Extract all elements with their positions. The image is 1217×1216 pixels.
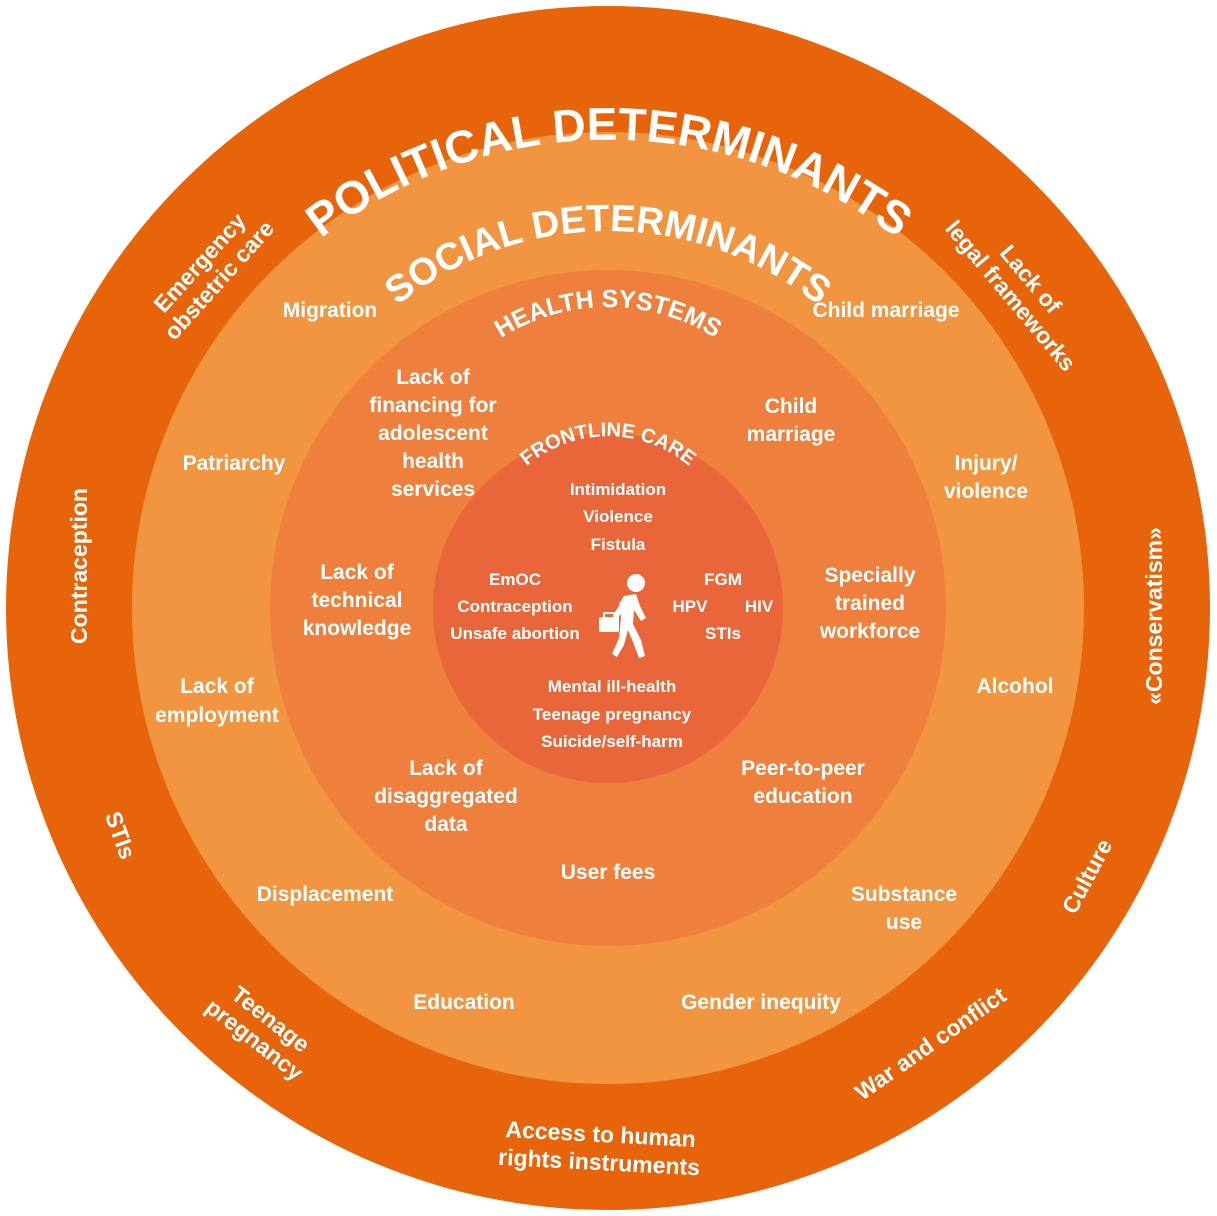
frontline-item-violence: Violence (583, 507, 653, 526)
health-item-workforce: Specially (824, 564, 915, 587)
health-item-financing: Lack of (396, 366, 471, 389)
health-item-financing: services (391, 478, 475, 501)
health-item-disaggregated-data: data (424, 813, 468, 836)
health-item-peer-education: Peer-to-peer (741, 757, 865, 780)
health-item-technical: knowledge (303, 617, 412, 640)
frontline-item-intimidation: Intimidation (570, 480, 666, 499)
social-item-alcohol: Alcohol (977, 675, 1054, 698)
frontline-item-unsafe-abortion: Unsafe abortion (450, 624, 579, 643)
frontline-item-hpv: HPV (673, 597, 709, 616)
social-item-employment: employment (155, 704, 279, 727)
social-item-injury: violence (944, 480, 1028, 503)
social-item-child-marriage: Child marriage (812, 299, 959, 322)
health-item-financing: health (402, 450, 464, 473)
social-item-employment: Lack of (180, 675, 255, 698)
health-item-financing: financing for (369, 394, 496, 417)
frontline-item-emoc: EmOC (489, 570, 541, 589)
frontline-item-teenage-pregnancy: Teenage pregnancy (533, 705, 692, 724)
political-item-contraception: Contraception (66, 488, 92, 644)
health-item-child-marriage: marriage (747, 423, 836, 446)
health-item-child-marriage: Child (765, 395, 818, 418)
frontline-item-stis: STIs (705, 624, 741, 643)
social-item-substance: use (886, 911, 922, 934)
frontline-care-ring (433, 433, 783, 783)
health-item-disaggregated-data: Lack of (409, 757, 484, 780)
frontline-item-fgm: FGM (704, 570, 742, 589)
frontline-item-suicide: Suicide/self-harm (541, 732, 683, 751)
frontline-item-hiv: HIV (745, 597, 774, 616)
health-item-technical: Lack of (320, 561, 395, 584)
social-item-education: Education (413, 991, 515, 1014)
frontline-item-contraception: Contraception (457, 597, 572, 616)
health-item-financing: adolescent (378, 422, 488, 445)
social-item-injury: Injury/ (954, 452, 1017, 475)
social-item-patriarchy: Patriarchy (183, 452, 286, 475)
health-item-workforce: trained (835, 592, 905, 615)
health-worker-walking-icon (599, 574, 646, 658)
health-item-workforce: workforce (819, 620, 920, 643)
social-item-gender-inequity: Gender inequity (681, 991, 841, 1014)
health-item-disaggregated-data: disaggregated (374, 785, 518, 808)
frontline-item-mental-ill-health: Mental ill-health (548, 677, 676, 696)
health-item-technical: technical (311, 589, 402, 612)
social-item-migration: Migration (283, 299, 378, 322)
health-item-peer-education: education (753, 785, 852, 808)
frontline-item-fistula: Fistula (591, 535, 646, 554)
political-item-conservatism: «Conservatism» (1141, 527, 1167, 705)
health-item-user-fees: User fees (561, 861, 656, 884)
social-item-substance: Substance (851, 883, 957, 906)
social-item-displacement: Displacement (257, 883, 394, 906)
